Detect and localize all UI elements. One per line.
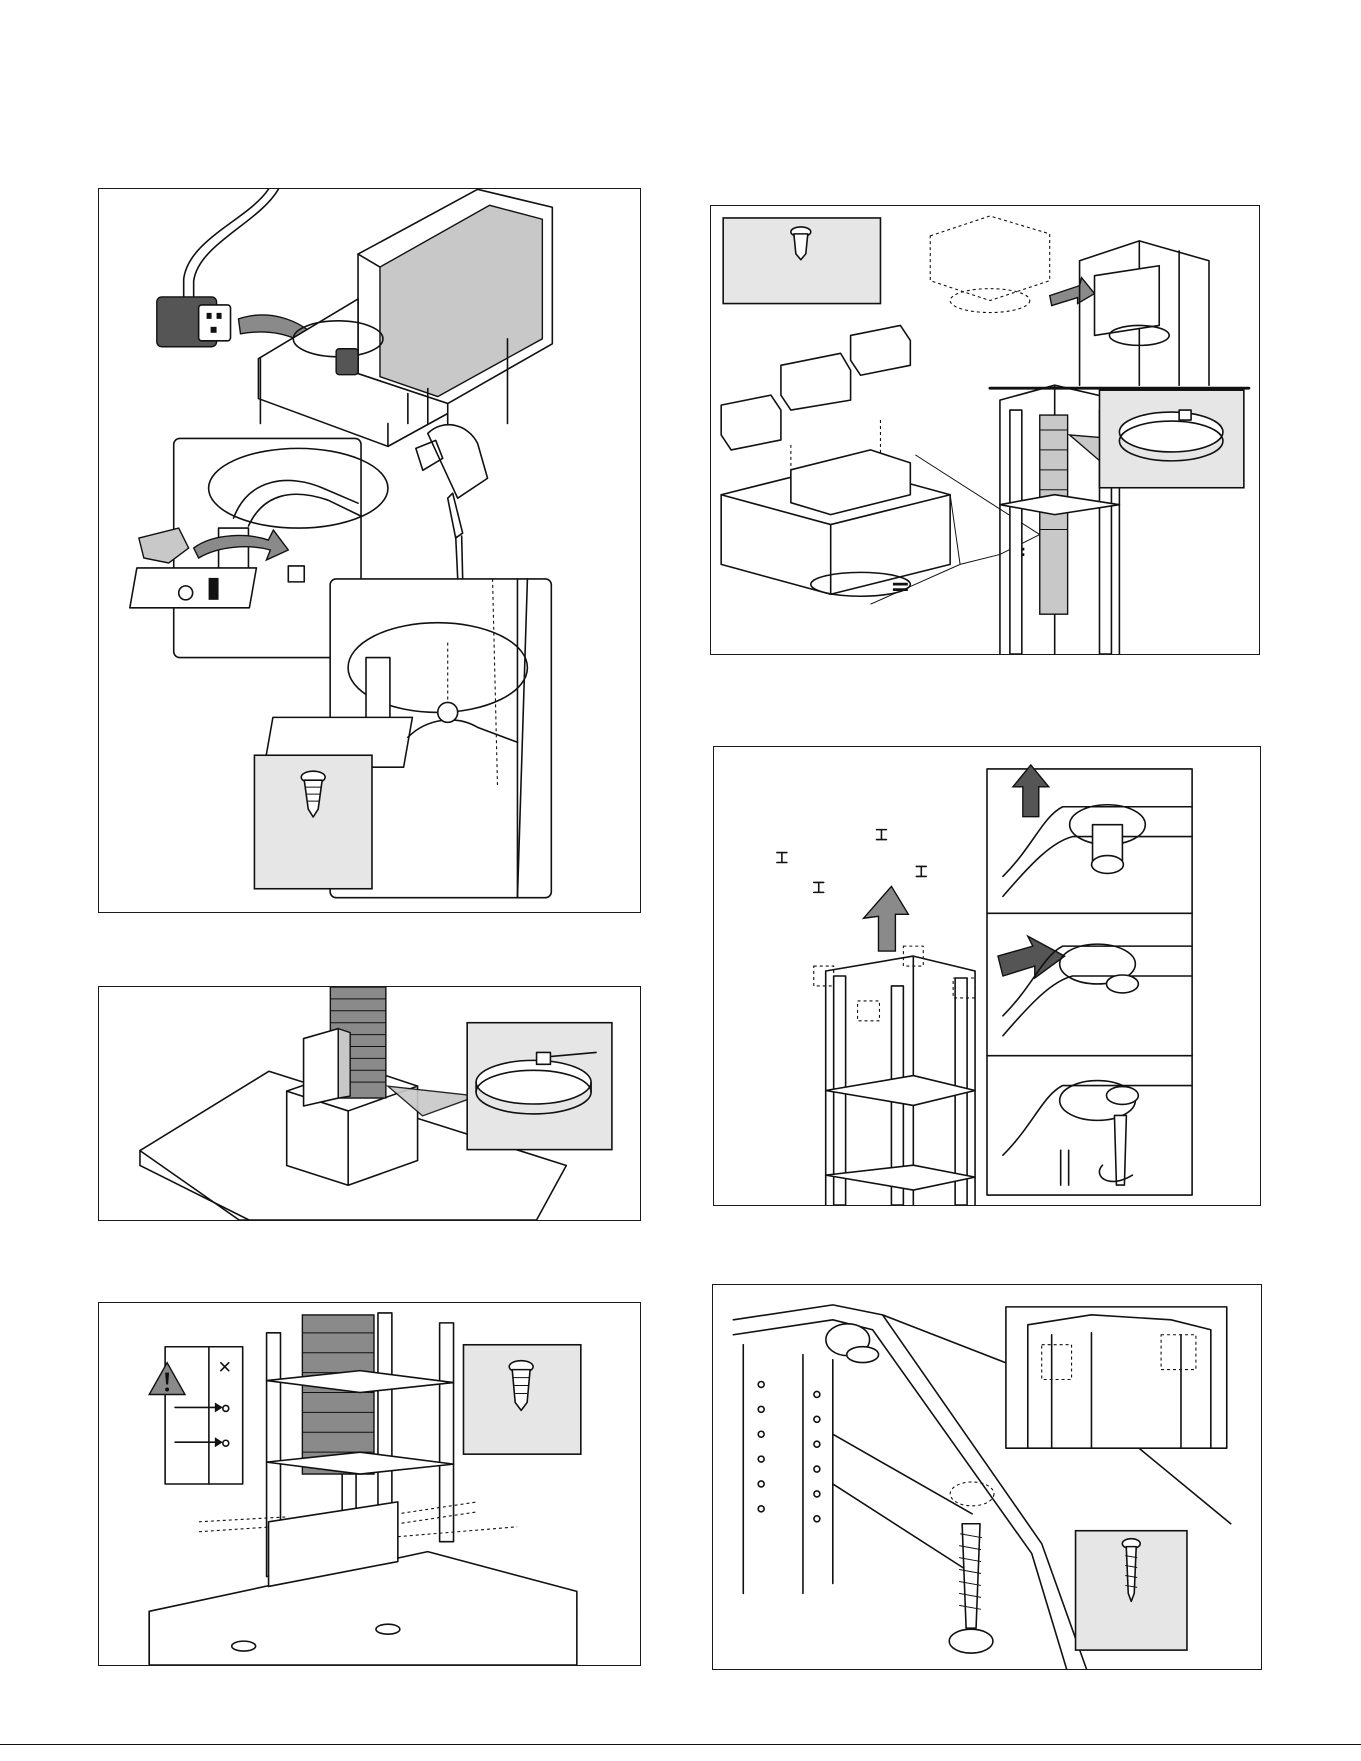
hole-column: [758, 1381, 820, 1521]
wood-screw-icon: [949, 1524, 993, 1653]
duct-clamp-illustration: [99, 987, 640, 1220]
frame-fixing-illustration: [99, 1303, 640, 1665]
screw-icon-inset: [723, 218, 880, 304]
equal-sign-a: =: [890, 572, 910, 600]
panel-bracket-keyhole: [713, 746, 1261, 1206]
panel-duct-clamp: [98, 986, 641, 1221]
panel-power-connection: [98, 188, 641, 913]
screw-icon: [777, 830, 926, 893]
power-connection-illustration: [99, 189, 640, 912]
screw-icon-inset: [254, 755, 372, 889]
hose-clamp-icon: [467, 1023, 612, 1150]
warning-icon: [149, 1347, 242, 1484]
panel-frame-fixing: [98, 1302, 641, 1666]
hose-clamp-icon: [1099, 390, 1243, 488]
screwdriver-icon: [416, 425, 488, 578]
power-plug-icon: [157, 297, 231, 347]
screw-icon-inset: [463, 1345, 580, 1454]
footer-rule: [0, 1744, 1361, 1745]
duct-adapter-illustration: = =: [711, 206, 1259, 654]
panel-duct-adapter: = =: [710, 205, 1260, 655]
ceiling-fixing-illustration: [713, 1285, 1261, 1669]
bracket-keyhole-illustration: [714, 747, 1260, 1205]
screw-icon-inset: [1076, 1531, 1187, 1650]
panel-ceiling-fixing: [712, 1284, 1262, 1670]
